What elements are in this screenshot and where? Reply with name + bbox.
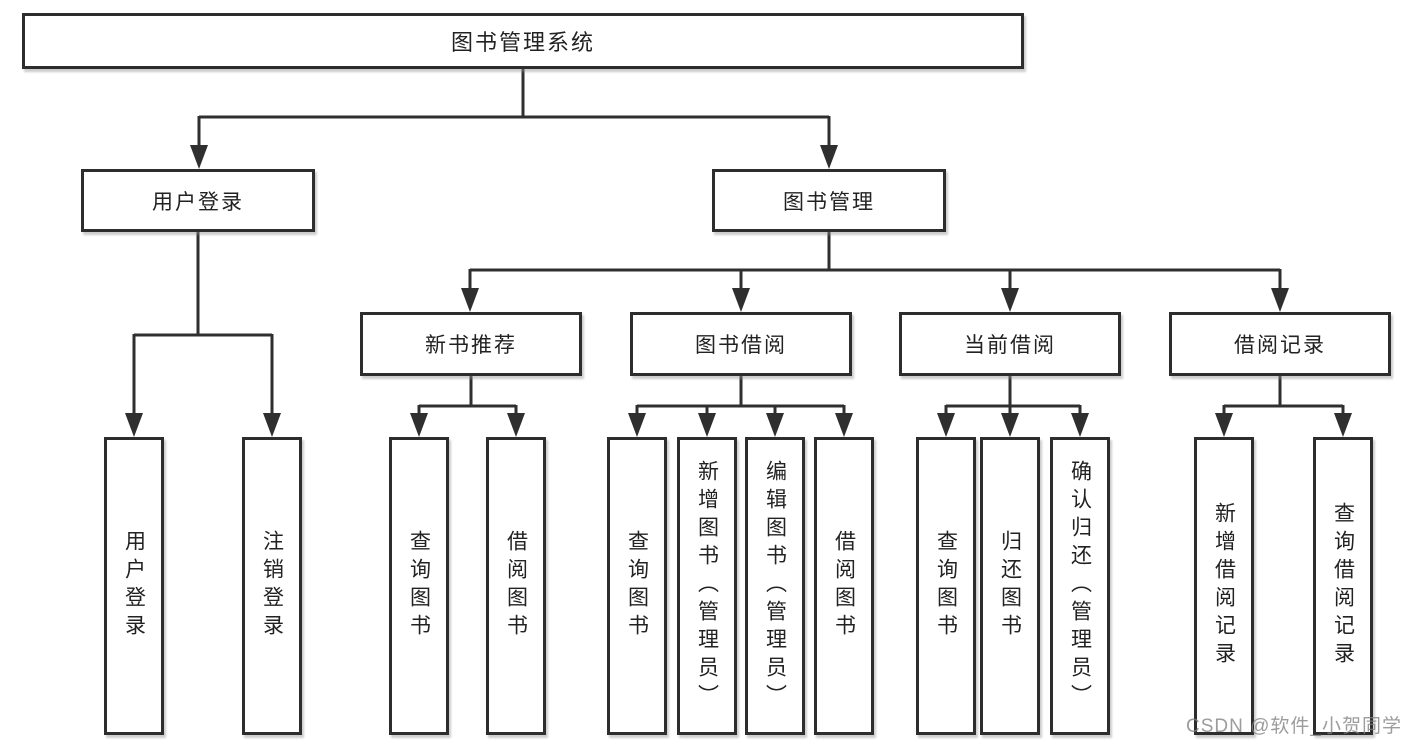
leaf-query-books-current: 查询图书 — [916, 437, 976, 735]
node-current-borrowing: 当前借阅 — [899, 312, 1121, 376]
node-label: 用户登录 — [122, 530, 146, 642]
node-book-borrowing: 图书借阅 — [630, 312, 852, 376]
leaf-borrow-books-borrowing: 借阅图书 — [814, 437, 874, 735]
node-label: 图书管理 — [783, 190, 875, 214]
node-label: 查询图书 — [934, 530, 958, 642]
node-user-login: 用户登录 — [81, 169, 315, 232]
node-label: 当前借阅 — [964, 334, 1056, 357]
node-label: 查询图书 — [407, 530, 431, 642]
node-new-book-recommendation: 新书推荐 — [360, 312, 582, 376]
node-label: 借阅记录 — [1234, 334, 1326, 357]
node-label: 新增借阅记录 — [1212, 502, 1236, 670]
leaf-add-book-admin: 新增图书（管理员） — [677, 437, 737, 735]
csdn-watermark: CSDN @软件_小贺同学 — [1186, 716, 1402, 737]
leaf-return-books: 归还图书 — [980, 437, 1040, 735]
node-label: 查询借阅记录 — [1331, 502, 1355, 670]
leaf-borrow-books-recommend: 借阅图书 — [486, 437, 546, 735]
node-label: 图书借阅 — [695, 334, 787, 357]
leaf-logout: 注销登录 — [242, 437, 302, 735]
node-label: 新增图书（管理员） — [695, 460, 719, 712]
node-book-management: 图书管理 — [712, 169, 946, 232]
node-label: 借阅图书 — [504, 530, 528, 642]
leaf-confirm-return-admin: 确认归还（管理员） — [1050, 437, 1110, 735]
node-label: 查询图书 — [625, 530, 649, 642]
leaf-edit-book-admin: 编辑图书（管理员） — [745, 437, 805, 735]
node-label: 借阅图书 — [832, 530, 856, 642]
leaf-add-borrow-record: 新增借阅记录 — [1194, 437, 1254, 735]
leaf-query-borrow-record: 查询借阅记录 — [1313, 437, 1373, 735]
node-borrowing-records: 借阅记录 — [1169, 312, 1391, 376]
node-label: 注销登录 — [260, 530, 284, 642]
leaf-query-books-borrowing: 查询图书 — [607, 437, 667, 735]
node-label: 确认归还（管理员） — [1068, 460, 1092, 712]
node-label: 图书管理系统 — [450, 30, 595, 55]
node-library-management-system: 图书管理系统 — [22, 13, 1024, 69]
node-label: 新书推荐 — [425, 334, 517, 357]
node-label: 编辑图书（管理员） — [763, 460, 787, 712]
node-label: 归还图书 — [998, 530, 1022, 642]
node-label: 用户登录 — [152, 190, 244, 214]
leaf-query-books-recommend: 查询图书 — [389, 437, 449, 735]
leaf-user-login: 用户登录 — [104, 437, 164, 735]
